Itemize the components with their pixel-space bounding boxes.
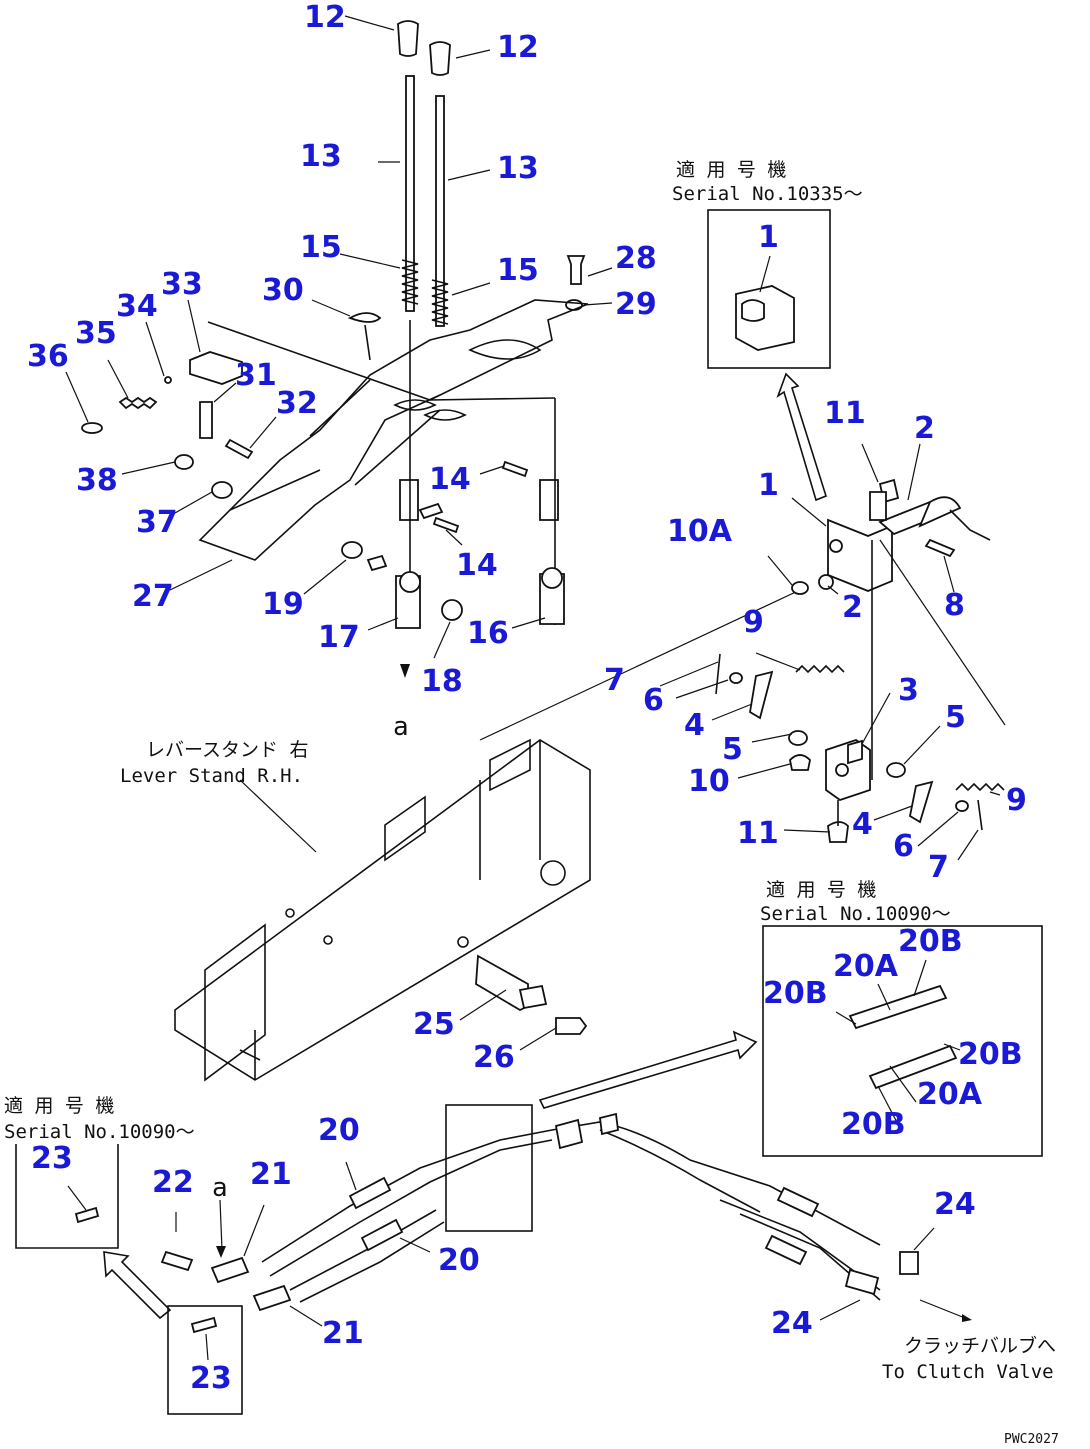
part-label: 23	[190, 1361, 232, 1396]
part-label: 24	[771, 1306, 813, 1341]
part-label: 4	[852, 807, 873, 842]
view-a-label: a	[212, 1173, 228, 1203]
part-label: 12	[497, 30, 539, 65]
part-label: 23	[31, 1141, 73, 1176]
part-label: 29	[615, 287, 657, 322]
serial-note-right: Serial No.10090〜	[760, 903, 951, 925]
lever-stand-jp: レバースタンド 右	[146, 739, 309, 761]
drawing-lines	[15, 15, 1043, 1415]
part-label: 16	[467, 616, 509, 651]
part-label: 19	[262, 587, 304, 622]
part-label: 20B	[841, 1107, 906, 1142]
part-label: 2	[842, 590, 863, 625]
part-label: 20A	[917, 1077, 983, 1112]
part-label: 20B	[898, 924, 963, 959]
part-label: 37	[136, 505, 178, 540]
part-label: 25	[413, 1007, 455, 1042]
part-label: 1	[758, 220, 779, 255]
part-label: 9	[1006, 783, 1027, 818]
part-label: 2	[914, 411, 935, 446]
part-label: 11	[737, 816, 779, 851]
part-label: 13	[497, 151, 539, 186]
part-label: 35	[75, 316, 117, 351]
part-label: 21	[322, 1316, 364, 1351]
part-label: 27	[132, 579, 174, 614]
part-label: 20	[318, 1113, 360, 1148]
part-label: 4	[684, 708, 705, 743]
serial-note-top: Serial No.10335〜	[672, 183, 863, 205]
part-label: 28	[615, 241, 657, 276]
part-label: 7	[928, 850, 949, 885]
serial-note-left: Serial No.10090〜	[4, 1121, 195, 1143]
part-label: 17	[318, 620, 360, 655]
part-label: 33	[161, 267, 203, 302]
part-label: 20B	[958, 1037, 1023, 1072]
part-label: 14	[429, 462, 471, 497]
part-label: 31	[235, 358, 277, 393]
serial-note-top-jp: 適 用 号 機	[676, 159, 786, 181]
part-label: 15	[497, 253, 539, 288]
part-label: 11	[824, 396, 866, 431]
part-label: 21	[250, 1157, 292, 1192]
part-label: 8	[944, 588, 965, 623]
part-label: 34	[116, 289, 158, 324]
part-label: 22	[152, 1165, 194, 1200]
part-label: 10A	[667, 514, 733, 549]
part-label: 5	[945, 700, 966, 735]
part-numbers: 12 12 13 13 15 15 28 29 30 33 34 35 36 3…	[27, 0, 1027, 1396]
part-label: 15	[300, 230, 342, 265]
part-label: 20B	[763, 976, 828, 1011]
part-label: 30	[262, 273, 304, 308]
part-label: 6	[893, 829, 914, 864]
part-label: 20	[438, 1243, 480, 1278]
annotations: 適 用 号 機 Serial No.10335〜 レバースタンド 右 Lever…	[4, 159, 1059, 1447]
view-a-label: a	[393, 712, 409, 742]
part-label: 24	[934, 1187, 976, 1222]
part-label: 26	[473, 1040, 515, 1075]
drawing-code: PWC2027	[1004, 1432, 1059, 1447]
part-label: 32	[276, 386, 318, 421]
part-label: 36	[27, 339, 69, 374]
part-label: 5	[722, 732, 743, 767]
part-label: 38	[76, 463, 118, 498]
part-label: 14	[456, 548, 498, 583]
part-label: 6	[643, 683, 664, 718]
part-label: 13	[300, 139, 342, 174]
lever-stand-label: Lever Stand R.H.	[120, 765, 303, 787]
clutch-note: To Clutch Valve	[882, 1361, 1054, 1383]
part-label: 3	[898, 673, 919, 708]
part-label: 7	[604, 663, 625, 698]
serial-note-left-jp: 適 用 号 機	[4, 1095, 114, 1117]
part-label: 20A	[833, 949, 899, 984]
part-label: 12	[304, 0, 346, 35]
part-label: 1	[758, 468, 779, 503]
part-label: 10	[688, 764, 730, 799]
serial-note-right-jp: 適 用 号 機	[766, 879, 876, 901]
part-label: 9	[743, 605, 764, 640]
part-label: 18	[421, 664, 463, 699]
clutch-note-jp: クラッチバルブへ	[904, 1334, 1056, 1357]
